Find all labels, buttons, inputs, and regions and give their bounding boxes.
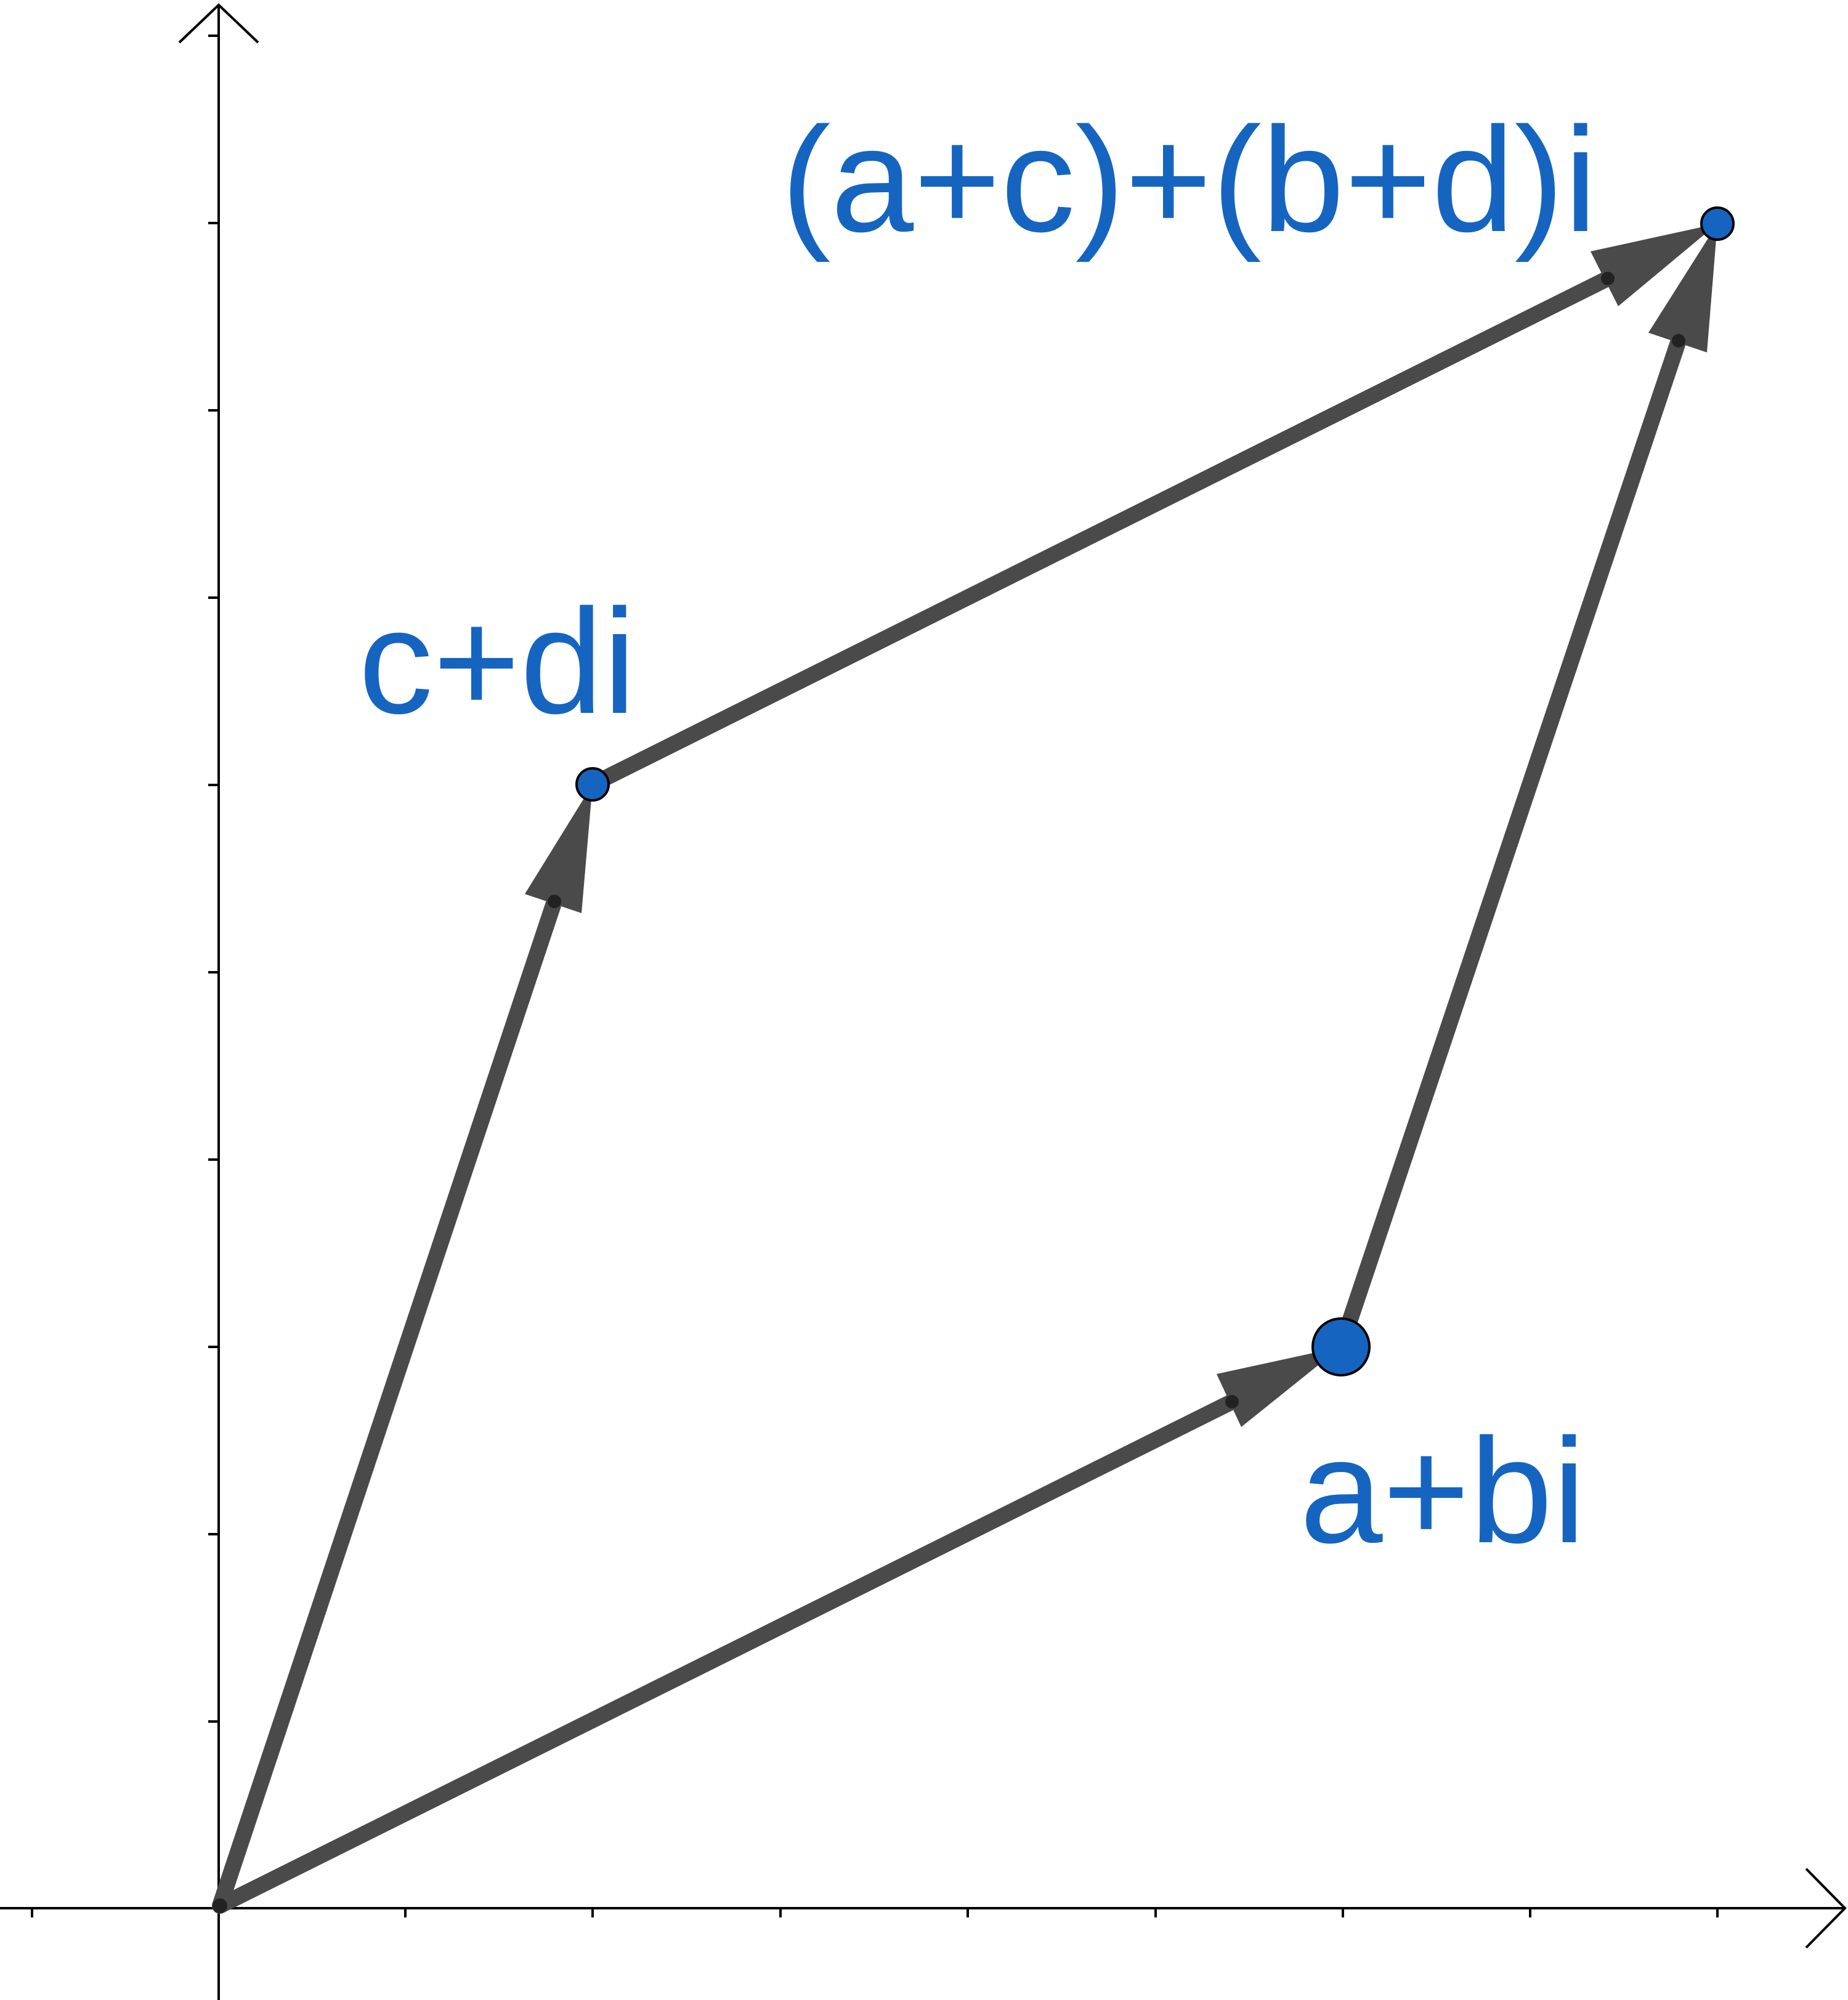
vector-c-plus-di-to-sum: [585, 224, 1717, 792]
origin-point: [213, 1898, 227, 1913]
vector-shaft: [1333, 333, 1687, 1355]
coordinate-axes: [0, 3, 1847, 2000]
vector-arrowhead: [1648, 224, 1717, 352]
point-sum[interactable]: [1700, 206, 1735, 241]
x-axis-ticks: [31, 1908, 1719, 1917]
vector-arrowhead: [1591, 224, 1717, 306]
vector-joint: [1672, 334, 1685, 348]
x-axis-arrowhead: [1805, 1868, 1847, 1949]
vector-origin-to-a-plus-bi: [212, 1347, 1341, 1914]
label-sum: (a+c)+(b+d)i: [781, 97, 1597, 263]
vector-shaft: [212, 893, 562, 1914]
vector-origin-to-c-plus-di: [212, 784, 593, 1914]
vector-shaft: [212, 1394, 1240, 1914]
vector-shaft: [585, 270, 1616, 792]
point-a-plus-bi[interactable]: [1311, 1317, 1371, 1376]
vector-arrowhead: [1217, 1347, 1341, 1427]
vector-arrowhead: [525, 784, 593, 913]
vector-joint: [548, 895, 561, 908]
label-c-plus-di: c+di: [359, 579, 636, 745]
vector-joint: [1601, 272, 1615, 285]
point-c-plus-di[interactable]: [575, 767, 610, 802]
y-axis-ticks: [208, 35, 219, 1723]
label-a-plus-bi: a+bi: [1300, 1408, 1586, 1574]
vector-a-plus-bi-to-sum: [1333, 224, 1717, 1355]
y-axis-arrowhead: [178, 3, 259, 44]
vector-joint: [1225, 1395, 1239, 1409]
